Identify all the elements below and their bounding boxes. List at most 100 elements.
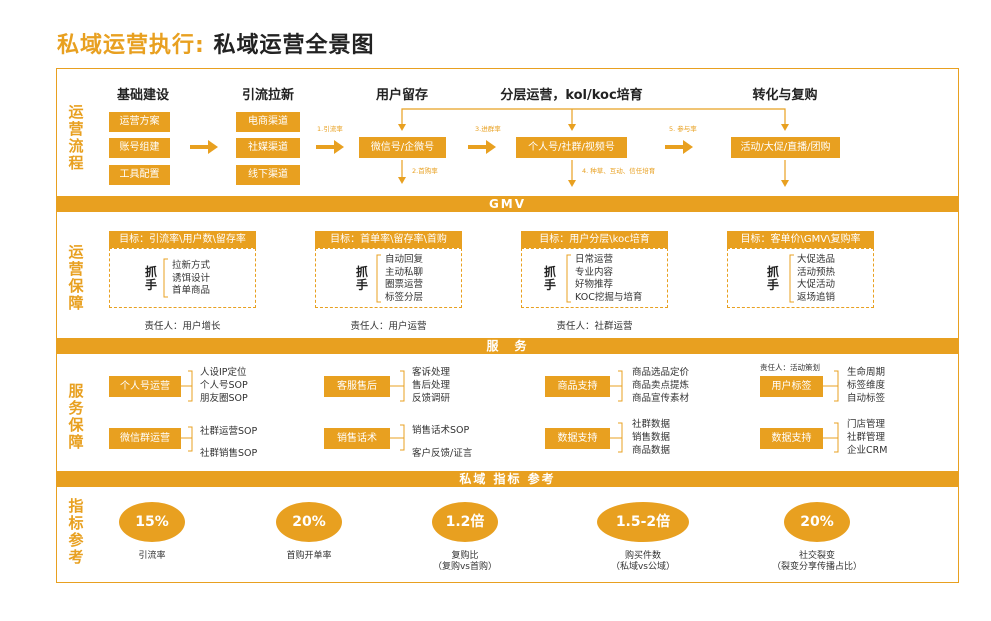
goal-item: 日常运营	[575, 254, 614, 265]
goal-item: KOC挖掘与培育	[575, 291, 643, 303]
goal-grab-1: 抓手	[144, 265, 157, 292]
goal-item: 大促选品	[797, 254, 836, 265]
metric-value-1: 15%	[119, 502, 185, 542]
note-acquisition-rate: 1.引流率	[317, 125, 343, 133]
service-box-tags: 用户标签	[760, 376, 823, 397]
service-box-script: 销售话术	[324, 428, 390, 449]
side-label-support: 运营保障	[68, 243, 84, 312]
service-item: 商品选品定价	[632, 367, 690, 378]
metric-sub-4: （私域vs公域）	[610, 562, 675, 572]
goal-items-2: 自动回复 主动私聊 圈票运营 标签分层	[385, 254, 423, 304]
goal-item: 好物推荐	[575, 279, 614, 290]
metric-label-3: 复购比	[451, 551, 479, 561]
title-prefix: 私域运营执行:	[57, 33, 205, 58]
goal-items-1: 拉新方式 诱饵设计 首单商品	[172, 260, 210, 298]
flow-box-offline: 线下渠道	[236, 165, 300, 185]
flow-box-social: 社媒渠道	[236, 138, 300, 158]
goal-item: 标签分层	[385, 291, 424, 303]
goal-item: 拉新方式	[172, 260, 211, 271]
flow-box-ecommerce: 电商渠道	[236, 112, 300, 132]
service-items-group: 社群运营SOP 社群销售SOP	[200, 421, 257, 465]
service-item: 企业CRM	[847, 445, 888, 456]
flow-box-personal: 个人号/社群/视频号	[516, 137, 627, 158]
arrow-right-3	[468, 140, 496, 154]
service-item: 销售数据	[632, 432, 671, 443]
goal-head-1: 目标：引流率\用户数\留存率	[109, 231, 256, 248]
side-label-metrics: 指标参考	[68, 497, 84, 566]
service-item: 个人号SOP	[200, 380, 248, 391]
goal-box-2	[315, 248, 462, 308]
note-participation: 5. 参与率	[669, 125, 697, 133]
service-items-personal: 人设IP定位 个人号SOP 朋友圈SOP	[200, 366, 248, 405]
column-title-retention: 用户留存	[375, 88, 428, 103]
column-title-conversion: 转化与复购	[752, 88, 818, 103]
goal-owner-1: 责任人：用户增长	[144, 321, 221, 332]
goal-box-3	[521, 248, 668, 308]
goal-item: 大促活动	[797, 279, 836, 290]
metric-value-3: 1.2倍	[432, 502, 498, 542]
metric-value-5: 20%	[784, 502, 850, 542]
goal-owner-3: 责任人：社群运营	[556, 321, 633, 332]
arrow-right-4	[665, 140, 693, 154]
page-title: 私域运营执行: 私域运营全景图	[57, 27, 375, 59]
service-item: 社群运营SOP	[200, 426, 258, 437]
note-first-purchase: 2.首购率	[412, 167, 438, 175]
metric-label-1: 引流率	[138, 551, 166, 561]
service-items-product: 商品选品定价 商品卖点提炼 商品宣传素材	[632, 366, 689, 405]
service-item: 售后处理	[412, 380, 451, 391]
goal-item: 圈票运营	[385, 279, 424, 290]
column-title-layered: 分层运营，kol/koc培育	[500, 88, 643, 103]
band-service: 服 务	[57, 338, 958, 354]
goal-grab-2: 抓手	[355, 265, 368, 292]
service-item: 门店管理	[847, 419, 886, 430]
goal-grab-3: 抓手	[543, 265, 556, 292]
service-item: 自动标签	[847, 393, 886, 404]
service-box-group: 微信群运营	[109, 428, 181, 449]
service-item: 生命周期	[847, 367, 886, 378]
flow-box-activity: 活动/大促/直播/团购	[731, 137, 840, 158]
metric-sub-5: （裂变分享传播占比）	[771, 562, 862, 572]
goal-items-3: 日常运营 专业内容 好物推荐 KOC挖掘与培育	[575, 254, 642, 304]
goal-owner-2: 责任人：用户运营	[350, 321, 427, 332]
goal-grab-4: 抓手	[766, 265, 779, 292]
metric-value-2: 20%	[276, 502, 342, 542]
diagram-frame	[56, 68, 959, 583]
service-box-product: 商品支持	[545, 376, 610, 397]
side-label-service: 服务保障	[68, 382, 84, 451]
service-item: 商品宣传素材	[632, 393, 690, 404]
side-label-process: 运营流程	[68, 103, 84, 172]
note-cultivation: 4. 种草、互动、信任培育	[582, 167, 656, 175]
goal-item: 诱饵设计	[172, 272, 211, 284]
title-main: 私域运营全景图	[213, 33, 375, 58]
flow-box-tools: 工具配置	[109, 165, 170, 185]
service-box-data-1: 数据支持	[545, 428, 610, 449]
goal-item: 活动预热	[797, 266, 836, 278]
goal-box-1	[109, 248, 256, 308]
service-item: 商品卖点提炼	[632, 380, 690, 391]
service-item: 客户反馈/证言	[412, 448, 473, 459]
service-item: 社群管理	[847, 432, 886, 443]
flow-box-plan: 运营方案	[109, 112, 170, 132]
service-item: 商品数据	[632, 445, 671, 456]
note-join-rate: 3.进群率	[475, 125, 501, 133]
goal-item: 首单商品	[172, 285, 211, 296]
service-box-aftersales: 客服售后	[324, 376, 390, 397]
column-title-basic: 基础建设	[116, 88, 169, 103]
service-item: 销售话术SOP	[412, 425, 470, 436]
column-title-acquisition: 引流拉新	[241, 88, 294, 103]
metric-value-4: 1.5-2倍	[597, 502, 689, 542]
service-item: 标签维度	[847, 380, 886, 391]
metric-label-5: 社交裂变	[798, 551, 835, 561]
goal-head-3: 目标：用户分层\koc培育	[521, 231, 668, 248]
metric-label-4: 购买件数	[624, 551, 661, 561]
top-connector	[401, 108, 786, 125]
metric-label-2: 首购开单率	[286, 551, 332, 561]
goal-item: 返场追销	[797, 291, 836, 303]
goal-head-2: 目标：首单率\留存率\首购	[315, 231, 462, 248]
service-item: 客诉处理	[412, 367, 451, 378]
service-box-personal: 个人号运营	[109, 376, 181, 397]
goal-item: 自动回复	[385, 254, 424, 265]
service-item: 人设IP定位	[200, 367, 247, 378]
goal-item: 主动私聊	[385, 266, 424, 278]
